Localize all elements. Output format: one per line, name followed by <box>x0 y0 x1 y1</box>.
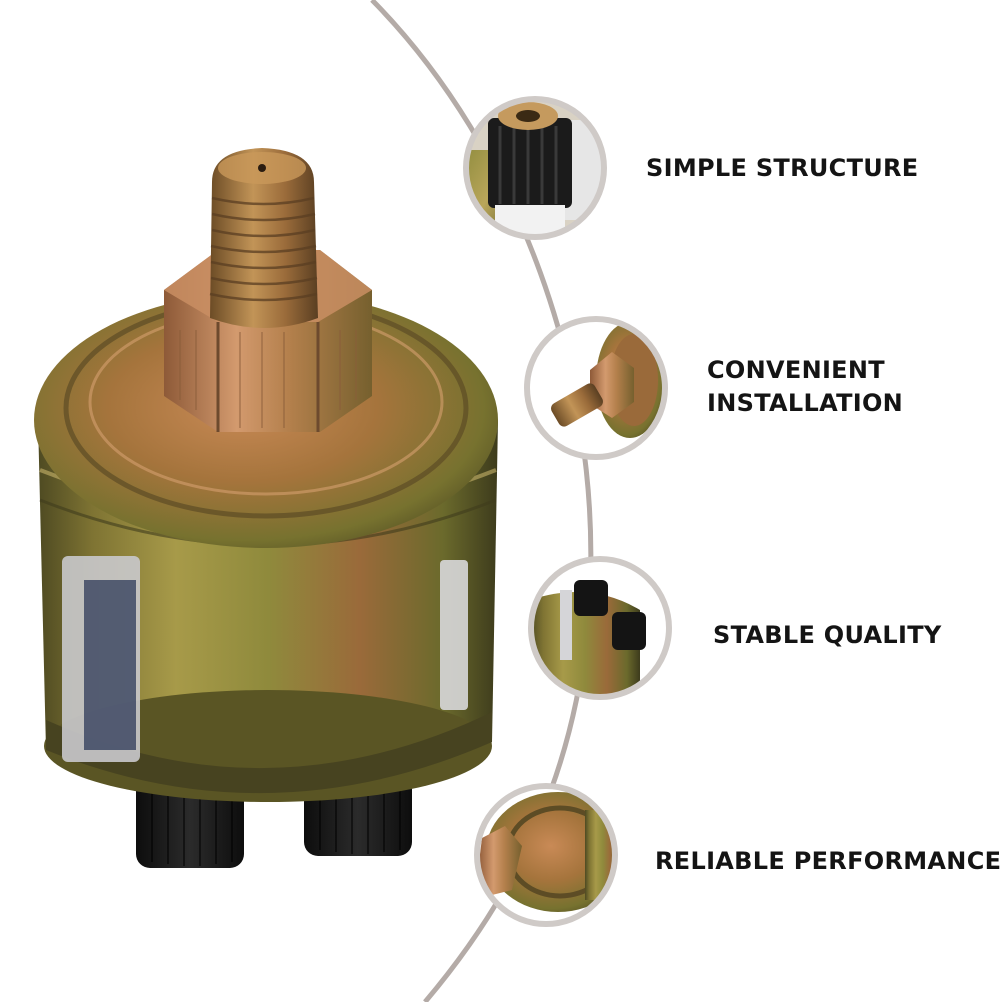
detail-circle-reliable-performance <box>474 783 618 927</box>
detail-circle-convenient-installation <box>524 316 668 460</box>
detail-circle-stable-quality <box>528 556 672 700</box>
feature-label-line: RELIABLE PERFORMANCE <box>655 847 1002 875</box>
feature-label-line: STABLE QUALITY <box>713 621 942 649</box>
feature-label-line: SIMPLE STRUCTURE <box>646 154 919 182</box>
feature-label-stable-quality: STABLE QUALITY <box>713 619 942 652</box>
pressure-sensor-photo <box>34 148 498 868</box>
side-label-right <box>440 560 468 710</box>
feature-label-reliable-performance: RELIABLE PERFORMANCE <box>655 845 1001 878</box>
feature-label-simple-structure: SIMPLE STRUCTURE <box>646 152 919 185</box>
detail-circle-simple-structure <box>463 96 607 240</box>
feature-label-line: CONVENIENT <box>707 356 885 384</box>
feature-label-line: INSTALLATION <box>707 389 904 417</box>
feature-label-convenient-installation: CONVENIENT INSTALLATION <box>707 354 903 420</box>
